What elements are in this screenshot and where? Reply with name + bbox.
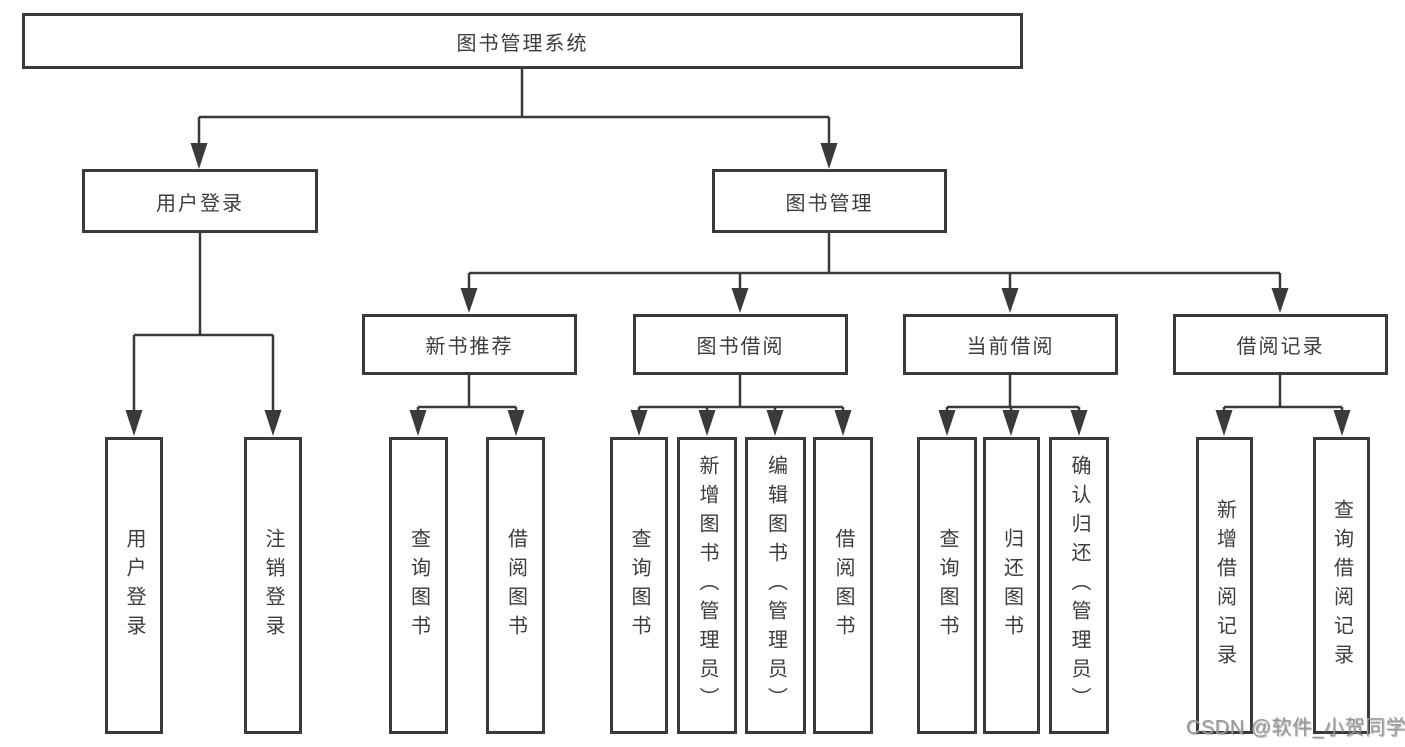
node-borrow-record-label: 借阅记录	[1236, 336, 1325, 358]
connector-book-mgmt-branch	[467, 233, 1282, 292]
arrowhead	[938, 410, 956, 436]
node-user-login-label: 用户登录	[156, 192, 244, 215]
watermark: CSDN @软件_小贺同学	[1186, 717, 1405, 739]
node-new-book-recommend: 新书推荐	[362, 314, 577, 375]
leaf-query-borrow-record-label: 查询借阅记录	[1330, 498, 1353, 673]
leaf-add-books-admin: 新增图书（管理员）	[677, 437, 737, 734]
arrowhead	[264, 410, 282, 436]
arrowhead	[507, 410, 525, 436]
leaf-query-books-1-label: 查询图书	[407, 527, 430, 644]
arrowhead	[1271, 288, 1289, 313]
node-book-borrow-label: 图书借阅	[696, 336, 785, 358]
node-root: 图书管理系统	[22, 13, 1023, 69]
leaf-return-books-label: 归还图书	[1000, 527, 1023, 644]
leaf-logout: 注销登录	[244, 437, 302, 734]
leaf-query-borrow-record: 查询借阅记录	[1313, 437, 1370, 734]
node-book-management: 图书管理	[712, 169, 947, 233]
node-current-borrow-label: 当前借阅	[966, 336, 1055, 358]
leaf-add-borrow-record: 新增借阅记录	[1196, 437, 1253, 734]
arrowhead	[409, 410, 427, 436]
arrowhead	[1070, 410, 1088, 436]
arrowhead	[1001, 288, 1019, 313]
leaf-edit-books-admin: 编辑图书（管理员）	[745, 437, 806, 734]
leaf-query-books-2: 查询图书	[610, 437, 668, 734]
arrowhead	[834, 410, 852, 436]
node-user-login: 用户登录	[82, 169, 318, 233]
leaf-query-books-2-label: 查询图书	[628, 527, 650, 644]
arrowhead	[125, 410, 143, 436]
arrowhead	[1215, 410, 1233, 436]
arrowhead	[630, 410, 648, 436]
leaf-query-books-3-label: 查询图书	[936, 527, 958, 644]
connector-user-login-branch	[132, 233, 275, 414]
connector-borrow-record-branch	[1222, 375, 1344, 418]
node-current-borrow: 当前借阅	[903, 314, 1118, 375]
arrowhead	[1002, 410, 1020, 436]
arrowhead	[766, 410, 784, 436]
leaf-add-borrow-record-label: 新增借阅记录	[1213, 498, 1236, 673]
arrowhead	[460, 288, 478, 313]
leaf-confirm-return-admin-label: 确认归还（管理员）	[1068, 455, 1090, 716]
arrowheads	[125, 143, 1351, 436]
node-root-label: 图书管理系统	[456, 32, 589, 55]
leaf-borrow-books-2-label: 借阅图书	[832, 527, 854, 644]
leaf-return-books: 归还图书	[983, 437, 1040, 734]
arrowhead	[190, 143, 208, 169]
leaf-query-books-1: 查询图书	[389, 437, 448, 734]
leaf-edit-books-admin-label: 编辑图书（管理员）	[764, 455, 787, 716]
arrowhead	[820, 143, 838, 169]
connector-book-borrow-branch	[637, 375, 845, 418]
connector-new-book-branch	[416, 375, 518, 418]
leaf-user-login: 用户登录	[105, 437, 163, 734]
node-new-book-recommend-label: 新书推荐	[425, 336, 514, 358]
node-book-management-label: 图书管理	[785, 192, 874, 215]
leaf-query-books-3: 查询图书	[917, 437, 977, 734]
leaf-borrow-books-1-label: 借阅图书	[504, 527, 527, 644]
leaf-borrow-books-2: 借阅图书	[813, 437, 873, 734]
node-book-borrow: 图书借阅	[633, 314, 848, 375]
leaf-borrow-books-1: 借阅图书	[486, 437, 545, 734]
node-borrow-record: 借阅记录	[1173, 314, 1388, 375]
connector-root-to-level2	[197, 69, 831, 146]
leaf-confirm-return-admin: 确认归还（管理员）	[1049, 437, 1109, 734]
arrowhead	[1333, 410, 1351, 436]
arrowhead	[731, 288, 749, 313]
leaf-logout-label: 注销登录	[262, 527, 284, 644]
leaf-add-books-admin-label: 新增图书（管理员）	[696, 455, 718, 716]
leaf-user-login-label: 用户登录	[123, 527, 145, 644]
arrowhead	[698, 410, 716, 436]
